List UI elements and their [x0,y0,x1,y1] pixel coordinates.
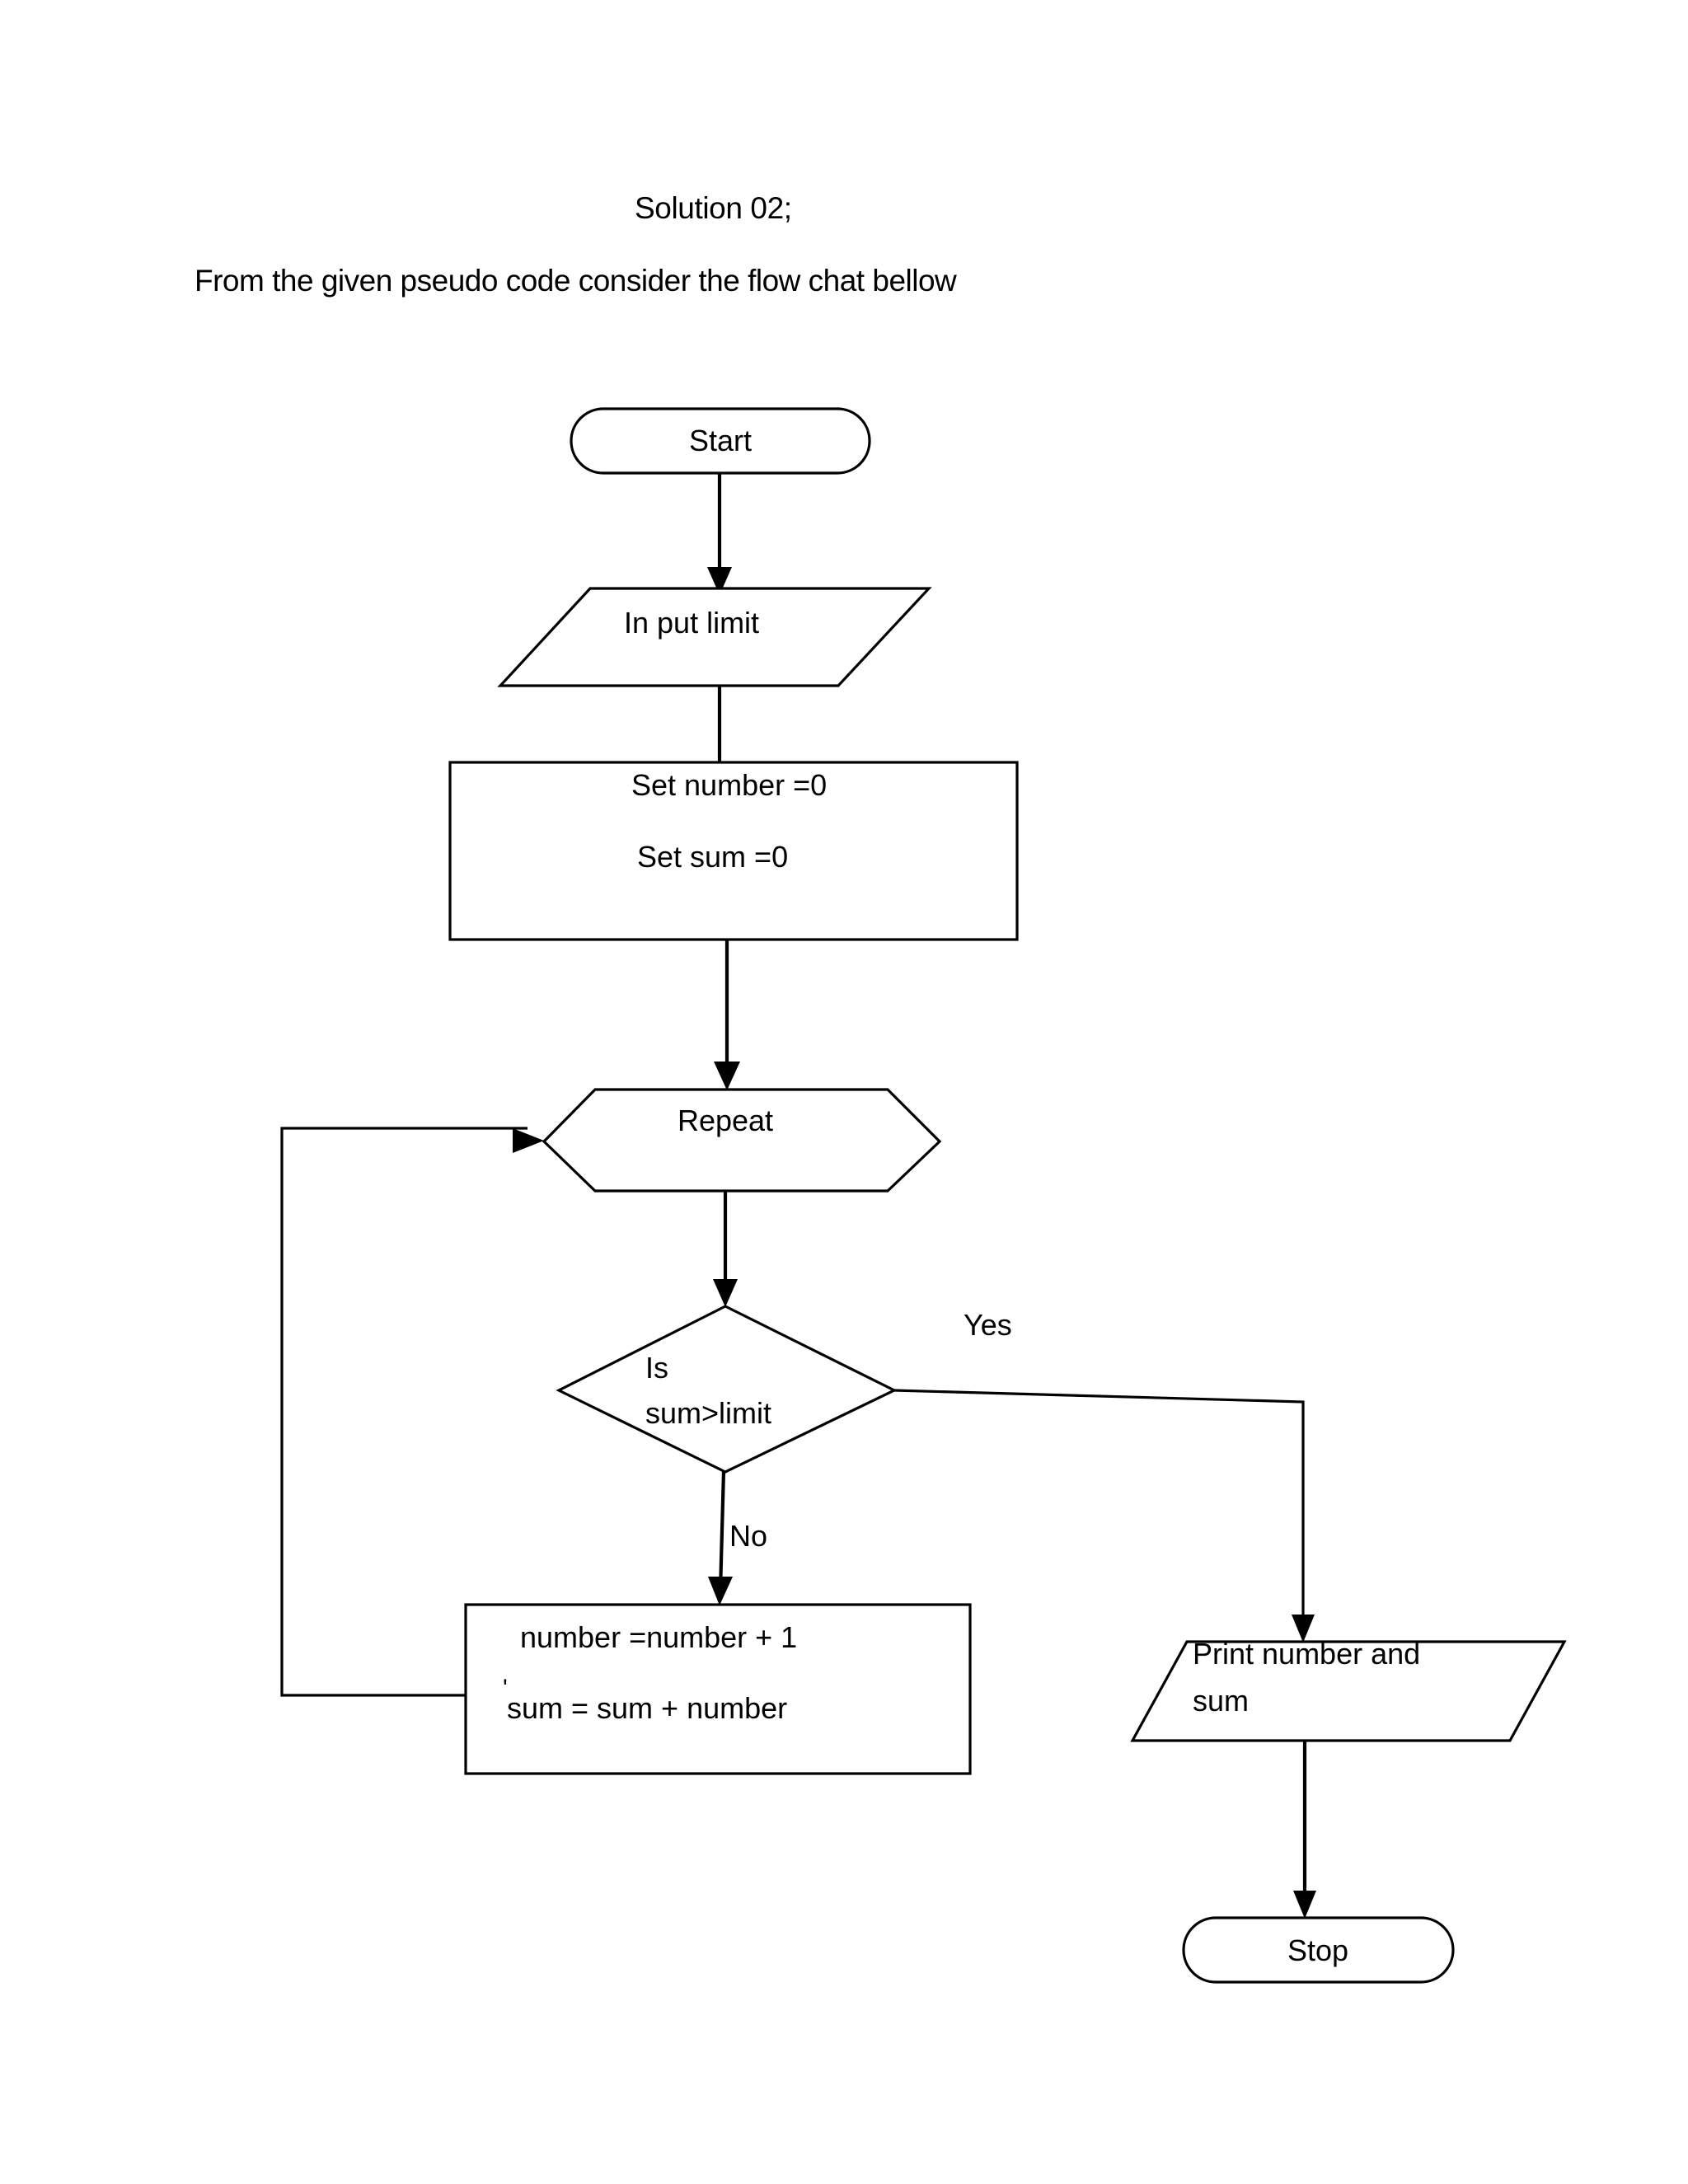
arrow-head-icon [713,1279,738,1307]
node-stop-label: Stop [1287,1933,1348,1967]
edge-label-no: No [729,1519,767,1553]
arrow-head-icon [513,1128,544,1153]
node-initialize[interactable]: Set number =0 Set sum =0 [448,761,1019,941]
init-process-shape [448,761,1019,941]
edge-start-to-input [707,472,732,595]
print-parallelogram-shape [1130,1640,1567,1742]
edge-decision-no-to-increment [708,1470,733,1605]
node-initialize-line2: Set sum =0 [637,840,788,874]
node-decision-line1: Is [645,1351,668,1385]
edge-decision-yes-to-print [893,1389,1315,1643]
arrow-head-icon [1293,1891,1316,1919]
node-print[interactable]: Print number and sum [1130,1637,1567,1742]
input-parallelogram-shape [497,587,932,687]
arrow-head-icon [714,1062,740,1090]
arrow-head-icon [707,567,732,595]
page-title: Solution 02; [635,191,792,225]
edge-label-yes: Yes [964,1308,1012,1342]
node-repeat-label: Repeat [678,1104,773,1137]
node-decision-line2: sum>limit [645,1396,771,1430]
node-repeat[interactable]: Repeat [542,1088,942,1193]
page-subtitle: From the given pseudo code consider the … [195,264,957,298]
node-input-limit[interactable]: In put limit [497,587,932,687]
stray-apostrophe-mark: ' [503,1675,508,1702]
node-initialize-line1: Set number =0 [631,768,827,802]
node-start-label: Start [689,424,752,457]
edge-repeat-to-decision [713,1191,738,1307]
document-heading: Solution 02; From the given pseudo code … [0,0,1688,346]
edge-init-to-repeat [714,940,740,1090]
node-decision[interactable]: Is sum>limit [556,1305,898,1474]
arrow-head-icon [708,1577,733,1605]
node-input-limit-label: In put limit [624,606,759,640]
node-start[interactable]: Start [570,407,871,475]
node-increment-line1: number =number + 1 [520,1620,797,1654]
node-increment[interactable]: number =number + 1 ' sum = sum + number [464,1603,972,1775]
stop-terminator-shape [1182,1916,1455,1984]
decision-diamond-shape [556,1305,898,1474]
node-print-line2: sum [1193,1684,1249,1718]
arrow-head-icon [1292,1615,1315,1643]
node-stop[interactable]: Stop [1182,1916,1455,1984]
edge-print-to-stop [1293,1741,1316,1919]
repeat-hexagon-shape [542,1088,942,1193]
node-print-line1: Print number and [1193,1637,1420,1671]
node-increment-line2: sum = sum + number [507,1691,787,1725]
edge-increment-loopback-to-repeat [280,1127,544,1697]
increment-process-shape [464,1603,972,1775]
start-terminator-shape [570,407,871,475]
